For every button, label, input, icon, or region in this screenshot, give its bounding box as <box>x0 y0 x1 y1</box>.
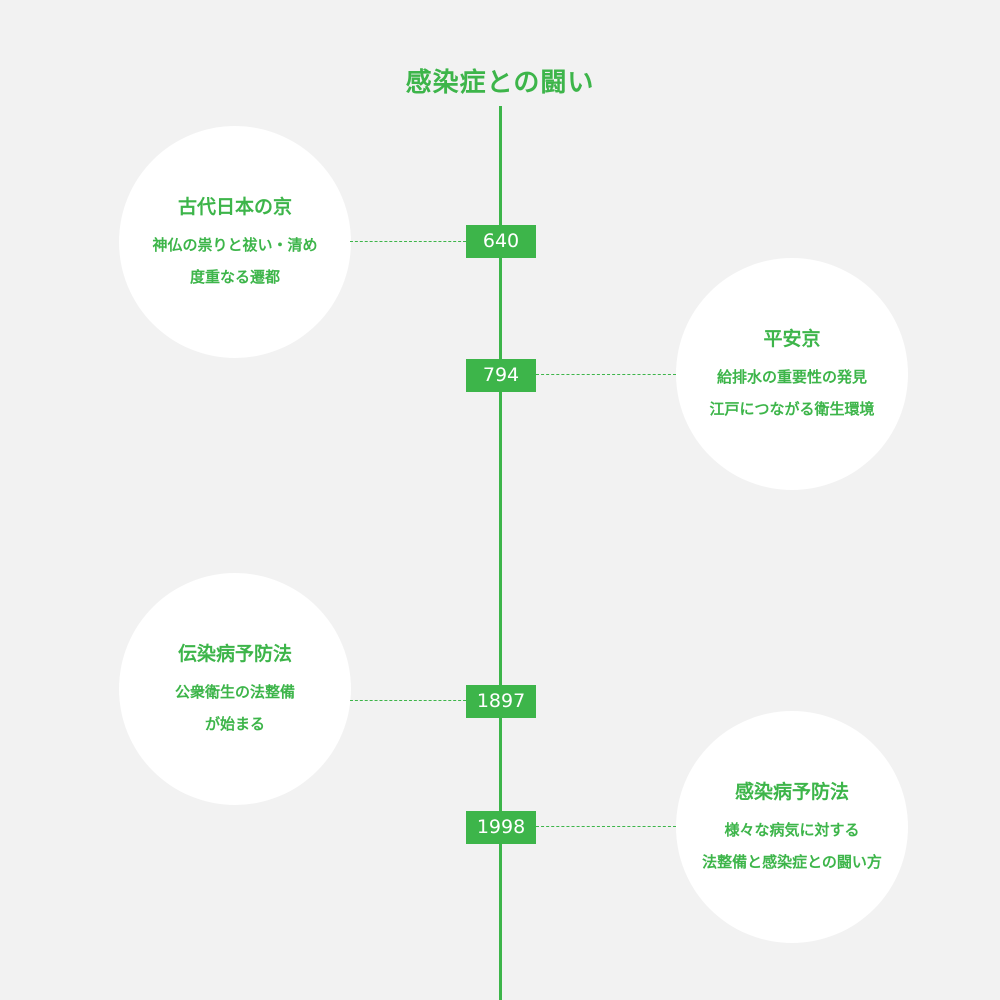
event-connector-794 <box>536 374 676 375</box>
event-description-line: 神仏の祟りと祓い・清め <box>152 235 318 254</box>
page-title: 感染症との闘い <box>405 68 595 98</box>
event-heading: 平安京 <box>763 327 821 350</box>
event-connector-1897 <box>350 700 466 701</box>
year-badge-640: 640 <box>466 225 536 258</box>
event-connector-1998 <box>536 826 676 827</box>
event-circle-640: 古代日本の京 神仏の祟りと祓い・清め 度重なる遷都 <box>119 126 351 358</box>
event-description-line: 給排水の重要性の発見 <box>716 367 867 386</box>
event-circle-1897: 伝染病予防法 公衆衛生の法整備 が始まる <box>119 573 351 805</box>
event-description-line: 度重なる遷都 <box>189 267 280 286</box>
event-heading: 伝染病予防法 <box>177 642 292 665</box>
event-description-line: 江戸につながる衛生環境 <box>709 399 875 418</box>
event-circle-794: 平安京 給排水の重要性の発見 江戸につながる衛生環境 <box>676 258 908 490</box>
year-badge-1897: 1897 <box>466 685 536 718</box>
event-description-line: 法整備と感染症との闘い方 <box>702 852 882 871</box>
event-description-line: 公衆衛生の法整備 <box>174 682 295 701</box>
event-heading: 古代日本の京 <box>177 195 292 218</box>
event-circle-1998: 感染病予防法 様々な病気に対する 法整備と感染症との闘い方 <box>676 711 908 943</box>
event-description-line: が始まる <box>204 714 265 733</box>
event-heading: 感染病予防法 <box>734 780 849 803</box>
year-badge-794: 794 <box>466 359 536 392</box>
year-badge-1998: 1998 <box>466 811 536 844</box>
event-description-line: 様々な病気に対する <box>724 820 860 839</box>
timeline-axis <box>499 106 502 1000</box>
event-connector-640 <box>350 241 466 242</box>
